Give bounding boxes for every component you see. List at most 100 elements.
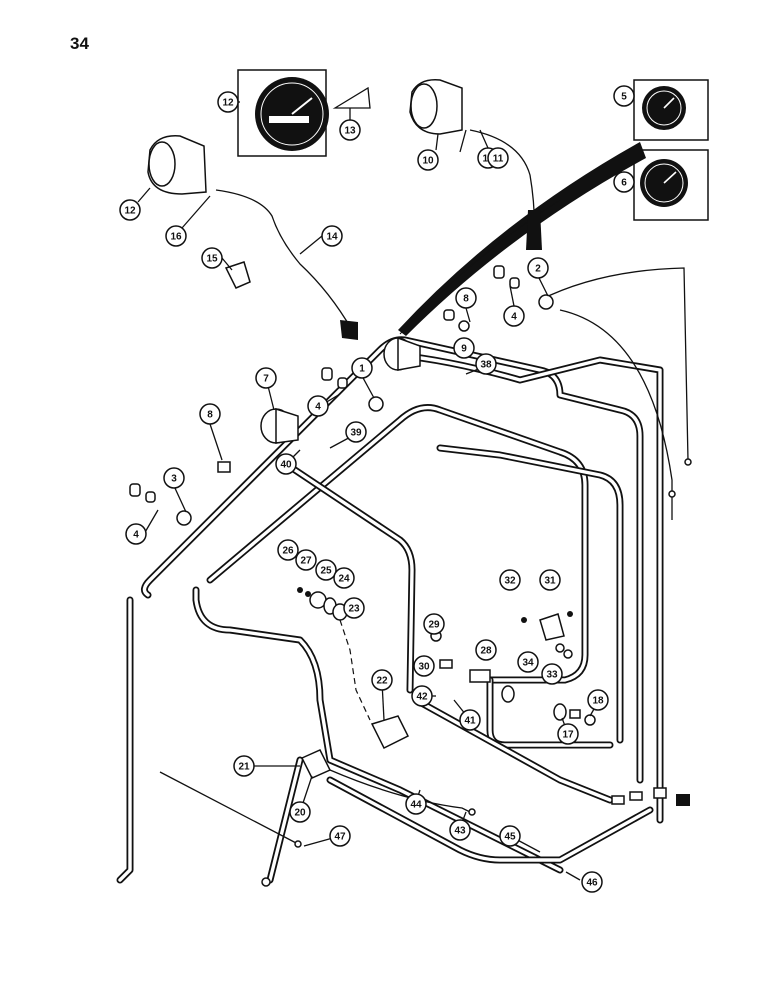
callout-circle (459, 709, 481, 731)
callout-circle (411, 685, 433, 707)
callout-label: 8 (207, 410, 213, 421)
callout-circle (217, 91, 239, 113)
callout-label: 12 (222, 98, 234, 109)
callout-label: 12 (124, 206, 136, 217)
callout-c30: 30 (413, 655, 435, 677)
callout-label: 4 (511, 312, 517, 323)
callout-circle (345, 421, 367, 443)
sender-8 (217, 461, 231, 473)
wire-46-end (261, 877, 271, 887)
callout-circle (289, 801, 311, 823)
callout-circle (613, 85, 635, 107)
callout-label: 32 (504, 576, 516, 587)
callout-label: 3 (171, 474, 177, 485)
callout-label: 41 (464, 716, 476, 727)
callout-c22: 22 (371, 669, 393, 691)
callout-c3: 3 (163, 467, 185, 489)
callout-circle (413, 655, 435, 677)
callout-label: 46 (586, 878, 598, 889)
callout-c24: 24 (333, 567, 355, 589)
callout-circle (315, 559, 337, 581)
callout-circle (233, 755, 255, 777)
callout-c45: 45 (499, 825, 521, 847)
callout-circle (405, 793, 427, 815)
callout-circle (277, 539, 299, 561)
callout-c4b: 4 (307, 395, 329, 417)
callout-circle (339, 119, 361, 141)
callout-label: 43 (454, 826, 466, 837)
callout-c2: 2 (527, 257, 549, 279)
callout-label: 14 (326, 232, 338, 243)
callout-label: 38 (480, 360, 492, 371)
callout-label: 30 (418, 662, 430, 673)
socket-1 (321, 367, 384, 412)
callout-circle (517, 651, 539, 673)
callout-label: 47 (334, 832, 346, 843)
callout-c15: 15 (201, 247, 223, 269)
callout-circle (487, 147, 509, 169)
callout-label: 18 (592, 696, 604, 707)
callout-label: 2 (535, 264, 541, 275)
callout-label: 8 (463, 294, 469, 305)
callout-circle (581, 871, 603, 893)
key-switch-parts (297, 587, 371, 721)
callout-c14: 14 (321, 225, 343, 247)
callout-c40: 40 (275, 453, 297, 475)
callout-label: 21 (238, 762, 250, 773)
callout-label: 16 (170, 232, 182, 243)
callout-circle (613, 171, 635, 193)
ignition-switch-21 (300, 749, 332, 779)
callout-c38: 38 (475, 353, 497, 375)
callout-circle (163, 467, 185, 489)
callout-circle (329, 825, 351, 847)
callout-label: 23 (348, 604, 360, 615)
callout-circle (417, 149, 439, 171)
callout-c27: 27 (295, 549, 317, 571)
callout-circle (455, 287, 477, 309)
callout-c32: 32 (499, 569, 521, 591)
callout-circle (351, 357, 373, 379)
callout-label: 17 (562, 730, 574, 741)
wire-47 (159, 771, 302, 848)
callout-c6: 6 (613, 171, 635, 193)
callout-label: 39 (350, 428, 362, 439)
callout-circle (475, 639, 497, 661)
inset-gauge-5-box (633, 79, 709, 141)
callout-circle (119, 199, 141, 221)
page-number: 34 (70, 34, 89, 53)
callout-label: 22 (376, 676, 388, 687)
callout-circle (527, 257, 549, 279)
light-socket-18 (553, 703, 596, 726)
gauge-upper-center (383, 336, 421, 371)
callout-circle (499, 825, 521, 847)
part-callouts: 1213101611561216141524893871483940342627… (119, 85, 635, 893)
callout-label: 34 (522, 658, 534, 669)
gauge-12-upper (147, 135, 207, 195)
connectors-right (611, 787, 690, 806)
callout-c46: 46 (581, 871, 603, 893)
socket-2 (493, 265, 554, 310)
callout-c28: 28 (475, 639, 497, 661)
callout-c5: 5 (613, 85, 635, 107)
callout-label: 6 (621, 178, 627, 189)
firewall-edge-band (398, 142, 646, 336)
callout-label: 42 (416, 692, 428, 703)
callout-label: 1 (359, 364, 365, 375)
callout-circle (423, 613, 445, 635)
callout-label: 26 (282, 546, 294, 557)
callout-c47: 47 (329, 825, 351, 847)
callout-label: 5 (621, 92, 627, 103)
callout-label: 29 (428, 620, 440, 631)
callout-label: 4 (315, 402, 321, 413)
callout-c11: 11 (487, 147, 509, 169)
callout-c26: 26 (277, 539, 299, 561)
callout-label: 11 (493, 154, 504, 165)
callout-label: 40 (280, 460, 292, 471)
socket-3 (129, 483, 192, 526)
starter-switch-22 (370, 715, 410, 750)
callout-label: 10 (422, 156, 434, 167)
callout-label: 13 (344, 126, 356, 137)
callout-c39: 39 (345, 421, 367, 443)
callout-c34: 34 (517, 651, 539, 673)
